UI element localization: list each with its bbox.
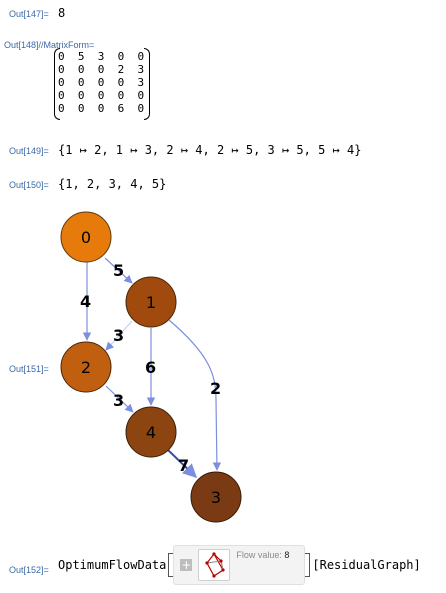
output-label-147: Out[147]= xyxy=(9,9,49,19)
edge-1-2 xyxy=(105,320,133,351)
matrix-row: 0 0 0 6 0 xyxy=(58,102,145,115)
matrix-row: 0 0 0 2 3 xyxy=(58,63,145,76)
flow-value-info: Flow value: 8 xyxy=(236,550,289,560)
output-label-151: Out[151]= xyxy=(9,364,49,374)
matrix-row: 0 5 3 0 0 xyxy=(58,50,145,63)
flow-value: 8 xyxy=(284,550,290,560)
matrix-left-paren xyxy=(54,48,60,120)
optimum-flow-data: OptimumFlowData + Flow value: 8 [Residua… xyxy=(58,545,421,585)
node-label-1: 1 xyxy=(146,293,156,312)
matrix-row: 0 0 0 0 0 xyxy=(58,89,145,102)
edge-1-3 xyxy=(168,319,222,471)
edge-label: 4 xyxy=(80,292,91,311)
edge-label: 3 xyxy=(113,326,124,345)
edge-label: 2 xyxy=(210,379,221,398)
expand-plus-icon[interactable]: + xyxy=(180,558,193,572)
left-bracket xyxy=(168,553,174,577)
node-2[interactable] xyxy=(60,341,112,393)
output-label-148: Out[148]//MatrixForm= xyxy=(4,40,95,50)
graph-edges xyxy=(82,257,222,478)
output-value-150: {1, 2, 3, 4, 5} xyxy=(58,177,167,191)
edge-label: 6 xyxy=(145,358,156,377)
edge-labels: 5 4 3 6 2 3 7 xyxy=(80,261,221,475)
edge-2-4 xyxy=(105,385,134,413)
right-bracket xyxy=(305,553,311,577)
edge-label: 3 xyxy=(113,391,124,410)
flow-tail: [ResidualGraph] xyxy=(312,558,421,572)
node-4[interactable] xyxy=(125,406,177,458)
matrix-row: 0 0 0 0 3 xyxy=(58,76,145,89)
node-label-0: 0 xyxy=(81,228,91,247)
flow-head: OptimumFlowData xyxy=(58,558,167,572)
edge-label: 5 xyxy=(113,261,124,280)
node-label-4: 4 xyxy=(146,423,156,442)
flow-value-label: Flow value: xyxy=(236,550,282,560)
node-label-2: 2 xyxy=(81,358,91,377)
summary-box[interactable]: + Flow value: 8 xyxy=(173,545,306,585)
matrix-form: 0 5 3 0 0 0 0 0 2 3 0 0 0 0 3 0 0 0 0 0 … xyxy=(54,48,151,120)
edge-0-1 xyxy=(104,257,133,284)
matrix-right-paren xyxy=(144,48,151,120)
output-value-149: {1 ↦ 2, 1 ↦ 3, 2 ↦ 4, 2 ↦ 5, 3 ↦ 5, 5 ↦ … xyxy=(58,143,362,157)
node-1[interactable] xyxy=(125,276,177,328)
output-value-147: 8 xyxy=(58,6,66,20)
edge-4-3 xyxy=(167,449,198,478)
output-label-152: Out[152]= xyxy=(9,565,49,575)
output-label-149: Out[149]= xyxy=(9,146,49,156)
edge-label: 7 xyxy=(178,456,189,475)
flow-graph[interactable]: 5 4 3 6 2 3 7 0 1 2 4 3 xyxy=(0,200,446,530)
graph-nodes: 0 1 2 4 3 xyxy=(60,211,242,523)
graph-thumbnail-icon xyxy=(198,549,231,581)
node-3[interactable] xyxy=(190,471,242,523)
node-0[interactable] xyxy=(60,211,112,263)
node-label-3: 3 xyxy=(211,488,221,507)
output-label-150: Out[150]= xyxy=(9,180,49,190)
